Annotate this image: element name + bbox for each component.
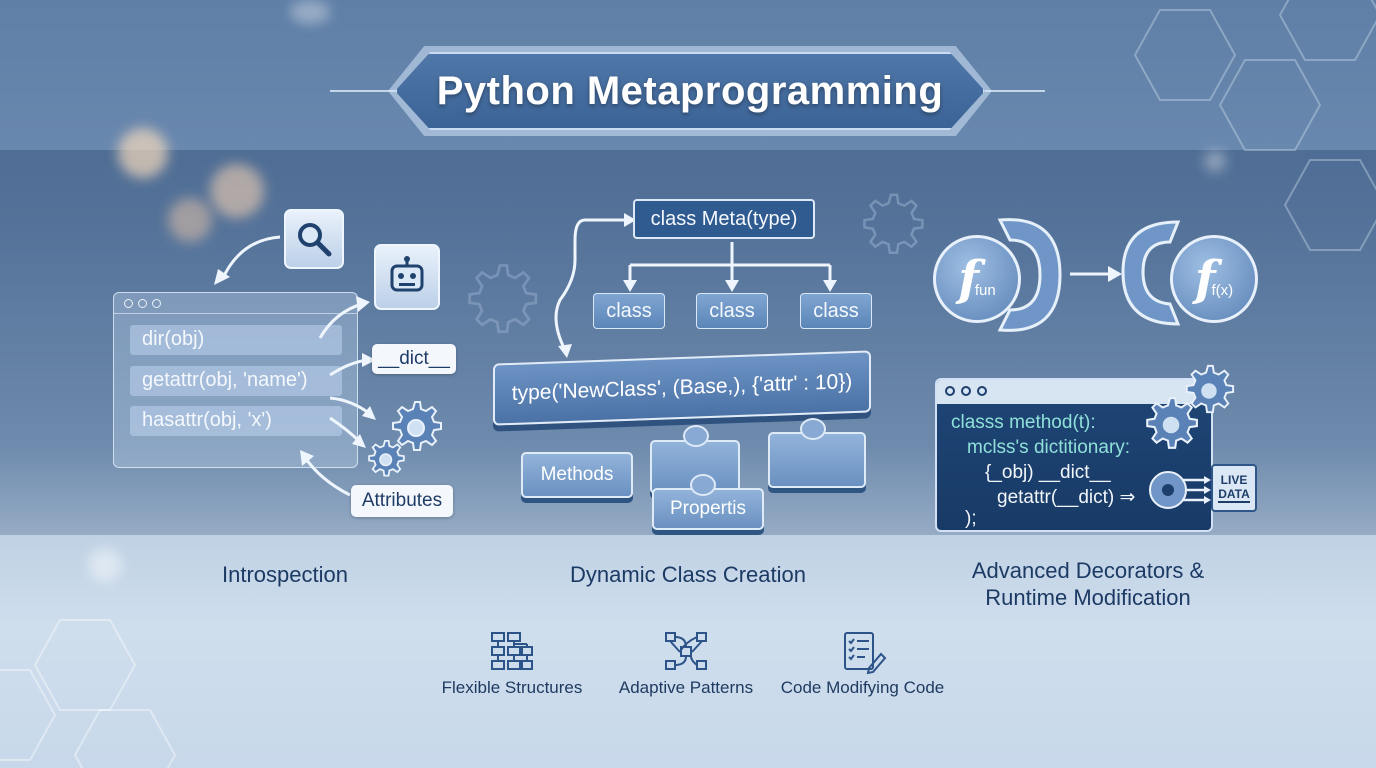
window-titlebar [937,380,1211,404]
wrapper-shell [997,218,1062,332]
page-title: Python Metaprogramming [436,68,944,113]
metaclass-box: class Meta(type) [633,199,815,239]
class-box: class [800,293,872,329]
introspection-window: dir(obj) getattr(obj, 'name') hasattr(ob… [113,292,358,468]
function-disc: f fun [933,235,1021,323]
arrow-connectors-introspection [300,296,376,497]
feature-label: Flexible Structures [441,678,583,697]
magnifier-icon [284,209,344,269]
code-line-dir: dir(obj) [130,325,342,355]
gear-decor-faint [468,264,538,334]
code-line: mclss's dictitionary: [967,437,1131,458]
title-line-left [330,90,400,92]
code-line-hasattr: hasattr(obj, 'x') [130,406,342,436]
section-heading-dynamic-class: Dynamic Class Creation [570,562,806,587]
feature-code-modifying-code: Code Modifying Code [775,630,950,698]
meta-tree-connectors [554,213,837,358]
section-heading-introspection: Introspection [222,562,348,587]
feature-label: Code Modifying Code [780,678,945,697]
puzzle-knob [690,474,716,496]
bokeh-light [168,198,212,242]
code-line: ); [965,508,977,529]
section-heading-line: Advanced Decorators & [971,558,1205,583]
live-data-text: LIVE [1220,473,1248,487]
puzzle-piece-methods: Methods [521,452,633,498]
decorated-function-disc: f f(x) [1170,235,1258,323]
class-box: class [696,293,768,329]
lower-band [0,535,1376,768]
checklist-edit-icon [843,632,886,675]
window-bar-line [114,313,357,314]
gear-decor-faint [863,193,924,254]
title-line-right [985,90,1045,92]
class-box: class [593,293,665,329]
bokeh-light [290,0,330,24]
feature-label: Adaptive Patterns [618,678,754,697]
network-icon [665,632,707,670]
type-call-bar: type('NewClass', (Base,), {'attr' : 10}) [493,350,871,426]
live-data-text: DATA [1218,487,1250,503]
bokeh-light [1204,150,1226,172]
attributes-label: Attributes [351,485,453,517]
code-line: {_obj) __dict__ [985,462,1111,483]
code-line-getattr: getattr(obj, 'name') [130,366,342,396]
feature-adaptive-patterns: Adaptive Patterns [606,630,766,698]
data-flow-icon [1149,471,1211,509]
live-data-badge: LIVE DATA [1211,464,1257,512]
function-subscript: f(x) [1211,281,1234,299]
arrow-right-icon [1070,266,1122,282]
bokeh-light [118,128,168,178]
bokeh-light [88,548,122,582]
gear-icon [1185,364,1235,414]
puzzle-knob [683,425,709,447]
function-symbol: f [958,251,979,307]
window-controls [124,299,161,308]
gear-icon [392,401,442,451]
code-line: getattr(__dict) ⇒ [997,487,1136,508]
puzzle-knob [800,418,826,440]
gear-icon [1146,397,1198,449]
code-line: classs method(t): [951,412,1096,433]
feature-flexible-structures: Flexible Structures [432,630,592,698]
gear-icon-small [368,439,405,477]
function-subscript: fun [974,281,996,299]
decorator-shell [1121,220,1181,326]
robot-icon [374,244,440,310]
window-controls [945,386,987,396]
arrow-connector [214,235,281,285]
dict-label: __dict__ [372,344,456,374]
puzzle-piece-blank [768,432,866,488]
function-symbol: f [1194,251,1216,307]
bokeh-light [210,164,264,218]
section-heading-advanced: Advanced Decorators & Runtime Modificati… [928,557,1248,611]
hexagon-decor [0,619,177,768]
hierarchy-icon [491,632,533,670]
hexagon-decor [1133,0,1376,251]
section-heading-line: Runtime Modification [985,585,1191,610]
title-banner [395,52,985,130]
